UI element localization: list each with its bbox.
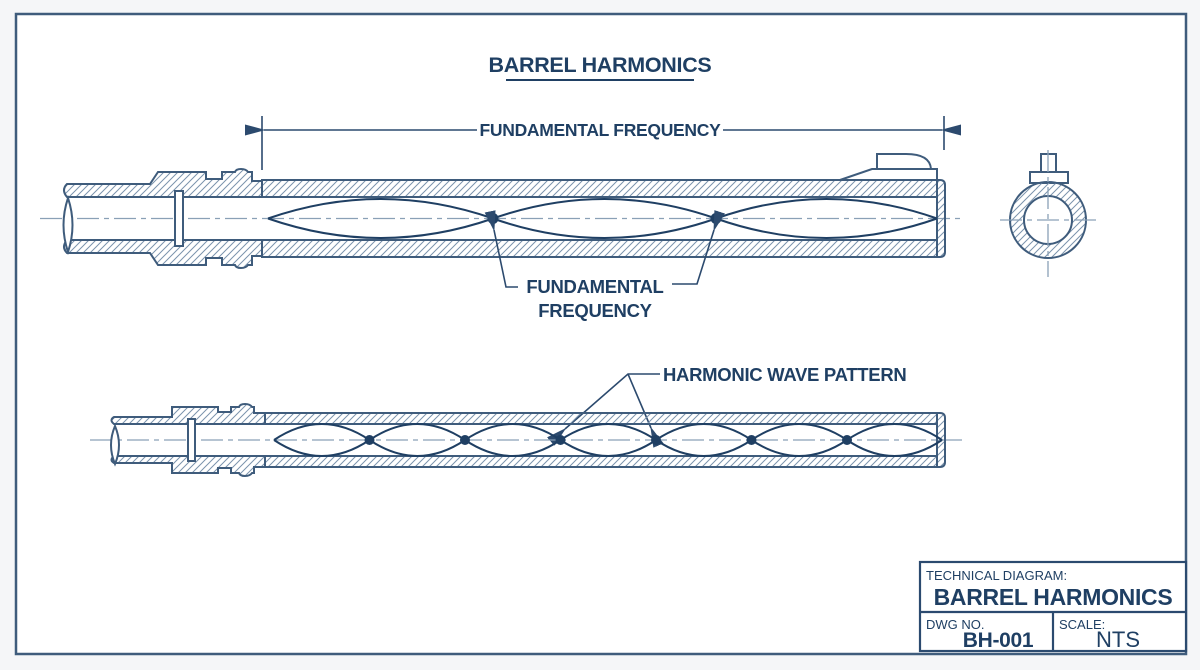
drawing-title: BARREL HARMONICS: [489, 53, 712, 77]
type-label: TECHNICAL DIAGRAM:: [926, 568, 1067, 583]
node-dot: [364, 435, 375, 445]
chamber-top: [63, 167, 263, 198]
barrel-wall-bottom: [261, 239, 938, 258]
title-block: TECHNICAL DIAGRAM: BARREL HARMONICS DWG …: [918, 560, 1188, 653]
scale-label: SCALE:: [1059, 617, 1105, 632]
node-dot: [487, 213, 499, 224]
callout-text-line2: FREQUENCY: [538, 300, 652, 321]
scale-value: NTS: [1096, 627, 1140, 652]
front-sight-post: [876, 153, 933, 170]
title-block-title: BARREL HARMONICS: [934, 584, 1173, 610]
wave-path: [273, 423, 943, 457]
callout-text: HARMONIC WAVE PATTERN: [663, 364, 906, 385]
muzzle-cap: [936, 179, 946, 258]
dimension-fundamental-frequency: FUNDAMENTAL FREQUENCY: [244, 116, 962, 170]
sheet-border: [14, 12, 1188, 656]
chamber-top: [110, 402, 266, 425]
barrel-harmonic-view: [90, 402, 962, 478]
cartridge-rim: [174, 190, 184, 247]
node-dot: [460, 435, 470, 445]
break-line: [110, 423, 120, 467]
dwg-no-label: DWG NO.: [926, 617, 985, 632]
cartridge-rim: [187, 418, 196, 462]
callout-harmonic-wave-pattern: HARMONIC WAVE PATTERN: [546, 364, 907, 448]
barrel-wall-top: [264, 412, 938, 425]
end-view: [1000, 150, 1096, 277]
node-dot: [746, 435, 757, 445]
barrel-fundamental-view: [40, 153, 962, 270]
break-line: [62, 194, 74, 256]
barrel-wall-bottom: [264, 455, 938, 468]
leader-right: [672, 210, 726, 285]
barrel-wall-top: [261, 179, 938, 198]
wave-harmonic: [273, 423, 943, 457]
node-dot: [651, 435, 661, 445]
dimension-label: FUNDAMENTAL FREQUENCY: [480, 120, 722, 140]
dwg-no-value: BH-001: [963, 629, 1034, 652]
node-dot: [842, 435, 852, 445]
callout-text-line1: FUNDAMENTAL: [526, 276, 663, 297]
node-dot: [555, 435, 566, 445]
callout-fundamental-frequency: FUNDAMENTAL FREQUENCY: [484, 210, 726, 321]
leader-left: [484, 210, 518, 288]
node-dot: [710, 213, 722, 224]
wave-path: [267, 198, 938, 239]
